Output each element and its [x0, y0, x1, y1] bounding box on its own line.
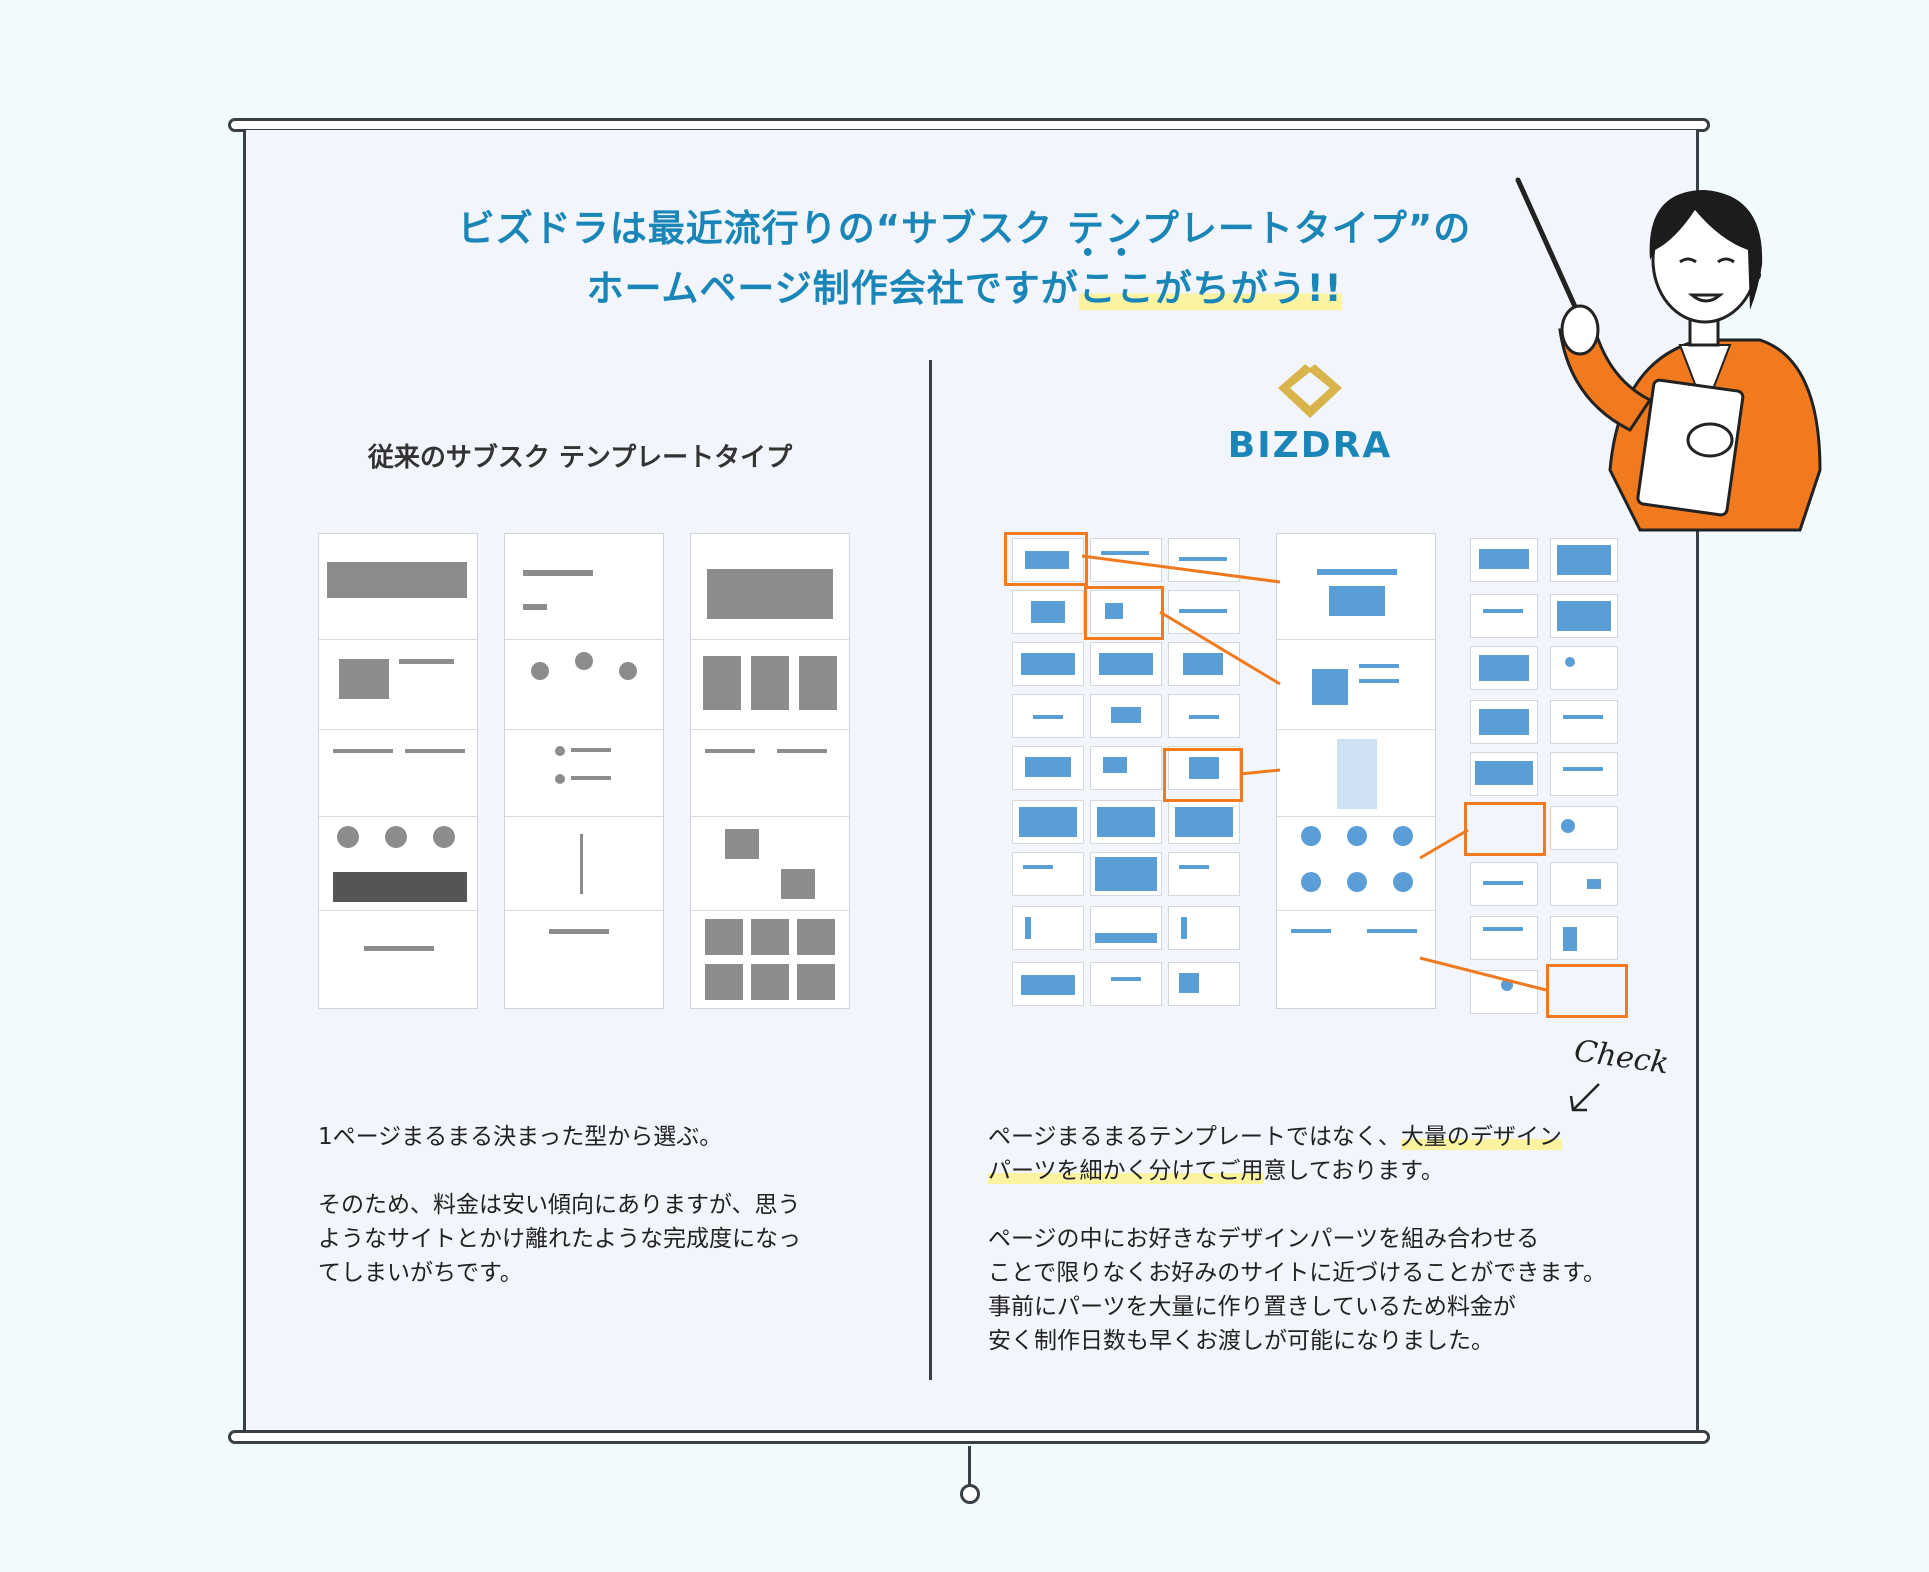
check-arrow-icon	[1569, 1083, 1600, 1112]
left-text-line: ようなサイトとかけ離れたような完成度になっ	[318, 1226, 801, 1252]
image-placeholder-icon	[339, 659, 389, 699]
highlight-box	[1004, 532, 1088, 586]
right-text-highlight: 大量のデザイン	[1400, 1124, 1562, 1150]
template-wireframe-3	[690, 533, 850, 1009]
custom-template-wireframe	[1276, 533, 1436, 1009]
headline-emphasis: ここ	[1079, 267, 1155, 310]
right-text-span: ページまるまるテンプレートではなく、	[988, 1124, 1401, 1150]
left-column-title: 従来のサブスク テンプレートタイプ	[367, 443, 793, 473]
left-text-line: 1ページまるまる決まった型から選ぶ。	[318, 1124, 723, 1150]
video-placeholder-icon	[1329, 586, 1385, 616]
screen-roller-bottom	[228, 1430, 1710, 1444]
bizdra-logo-icon	[1278, 360, 1342, 418]
template-wireframe-2	[504, 533, 664, 1009]
right-description: ページまるまるテンプレートではなく、大量のデザイン パーツを細かく分けてご用意し…	[988, 1120, 1648, 1358]
left-text-line: そのため、料金は安い傾向にありますが、思う	[318, 1192, 801, 1218]
headline-text: ホームページ制作会社ですが	[586, 267, 1079, 310]
column-divider	[929, 360, 932, 1380]
right-text-span: 意しております。	[1263, 1158, 1444, 1184]
headline-suffix: がちがう!!	[1154, 267, 1343, 310]
image-placeholder-icon	[707, 569, 833, 619]
highlight-box	[1546, 964, 1628, 1018]
right-text-line: 安く制作日数も早くお渡しが可能になりました。	[988, 1328, 1494, 1354]
pull-cord	[968, 1446, 971, 1488]
highlight-box	[1163, 748, 1243, 802]
template-wireframe-1	[318, 533, 478, 1009]
headline-line-2: ホームページ制作会社ですがここがちがう!!	[0, 258, 1929, 312]
right-text-line: 事前にパーツを大量に作り置きしているため料金が	[988, 1294, 1516, 1320]
right-text-line: ことで限りなくお好みのサイトに近づけることができます。	[988, 1260, 1607, 1286]
presenter-illustration	[1515, 177, 1822, 532]
bizdra-logo-text: BIZDRA	[1227, 425, 1393, 466]
right-text-highlight: パーツを細かく分けてご用	[988, 1158, 1264, 1184]
right-text-line: ページの中にお好きなデザインパーツを組み合わせる	[988, 1226, 1540, 1252]
right-text-line: パーツを細かく分けてご用意しております。	[988, 1154, 1648, 1188]
left-text-line: てしまいがちです。	[318, 1260, 523, 1286]
headline-highlight: ここがちがう!!	[1078, 267, 1343, 310]
pull-ring	[960, 1484, 980, 1504]
projector-screen	[243, 130, 1699, 1430]
highlight-box	[1464, 802, 1546, 856]
right-text-line: ページまるまるテンプレートではなく、大量のデザイン	[988, 1120, 1648, 1154]
image-placeholder-icon	[327, 562, 467, 598]
left-description: 1ページまるまる決まった型から選ぶ。 そのため、料金は安い傾向にありますが、思う…	[318, 1120, 858, 1290]
headline-line-1: ビズドラは最近流行りの“サブスク テンプレートタイプ”の	[457, 207, 1472, 250]
highlight-box	[1084, 586, 1164, 640]
image-placeholder-icon	[1312, 669, 1348, 705]
